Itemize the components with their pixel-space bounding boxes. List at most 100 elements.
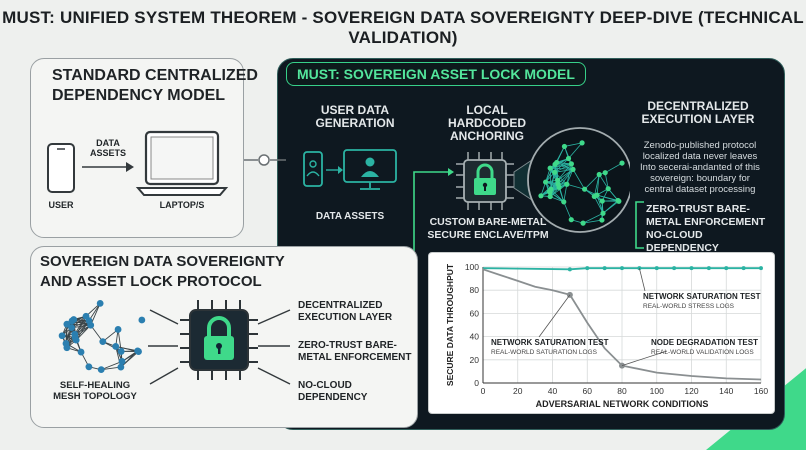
mesh-node	[119, 358, 126, 365]
mesh-node	[580, 221, 585, 226]
mesh-node	[570, 167, 575, 172]
feature-bracket	[632, 200, 646, 250]
mesh-node	[548, 166, 553, 171]
feature-no-cloud: NO-CLOUD DEPENDENCY	[298, 380, 367, 404]
annotation-leader	[639, 268, 645, 291]
data-point	[742, 266, 746, 270]
annotation-marker	[619, 363, 625, 369]
y-tick-label: 100	[465, 262, 479, 272]
mesh-node	[582, 187, 587, 192]
mesh-node	[569, 161, 574, 166]
x-axis-label: ADVERSARIAL NETWORK CONDITIONS	[536, 399, 709, 409]
data-point	[672, 266, 676, 270]
mesh-node	[579, 140, 584, 145]
mesh-node	[606, 186, 611, 191]
mesh-node	[117, 364, 124, 371]
mesh-node	[543, 179, 548, 184]
y-tick-label: 20	[470, 355, 480, 365]
x-tick-label: 140	[719, 386, 733, 396]
laptop-label: LAPTOP/S	[150, 200, 214, 210]
mesh-node	[555, 181, 560, 186]
annotation-title: NODE DEGRADATION TEST	[651, 338, 758, 347]
data-point	[655, 266, 659, 270]
arrow-right-icon	[80, 160, 136, 174]
x-tick-label: 120	[684, 386, 698, 396]
mesh-node	[78, 349, 85, 356]
protocol-heading: SOVEREIGN DATA SOVEREIGNTY AND ASSET LOC…	[40, 252, 285, 292]
mesh-node	[99, 338, 106, 345]
mesh-node	[554, 160, 559, 165]
execution-layer-features: ZERO-TRUST BARE- METAL ENFORCEMENT NO-CL…	[646, 203, 770, 255]
mesh-node	[600, 198, 605, 203]
mesh-node	[569, 217, 574, 222]
x-tick-label: 20	[513, 386, 523, 396]
data-point	[585, 266, 589, 270]
x-tick-label: 80	[617, 386, 627, 396]
mesh-node	[599, 217, 604, 222]
feature-execution-layer: DECENTRALIZED EXECUTION LAYER	[298, 300, 392, 324]
mesh-node	[72, 334, 79, 341]
x-tick-label: 160	[754, 386, 768, 396]
mesh-topology-icon	[46, 292, 150, 376]
mesh-node	[70, 316, 77, 323]
user-label: USER	[40, 200, 82, 210]
mesh-node	[97, 300, 104, 307]
x-tick-label: 0	[481, 386, 486, 396]
x-tick-label: 40	[548, 386, 558, 396]
mesh-node	[98, 366, 105, 373]
user-data-generation-heading: USER DATA GENERATION	[300, 104, 410, 130]
mesh-node	[566, 156, 571, 161]
mesh-node	[68, 324, 75, 331]
mesh-node	[600, 211, 605, 216]
y-tick-label: 60	[470, 308, 480, 318]
annotation-leader	[539, 295, 570, 337]
annotation-marker	[567, 292, 573, 298]
y-tick-label: 80	[470, 285, 480, 295]
annotation-subtitle: REAL-WORLD SATURATION LOGS	[491, 349, 598, 356]
annotation-title: NETWORK SATURATION TEST	[643, 292, 761, 301]
mesh-zoom-icon	[500, 120, 630, 240]
feature-zero-trust: ZERO-TRUST BARE- METAL ENFORCEMENT	[298, 340, 412, 364]
laptop-icon	[134, 128, 230, 198]
data-point	[603, 266, 607, 270]
mesh-node	[564, 182, 569, 187]
mesh-node	[118, 348, 125, 355]
centralized-heading: STANDARD CENTRALIZED DEPENDENCY MODEL	[52, 66, 258, 106]
mesh-node	[115, 326, 122, 333]
panel-connector	[240, 150, 290, 170]
mesh-node	[548, 187, 553, 192]
phone-icon	[46, 142, 76, 194]
y-tick-label: 0	[474, 378, 479, 388]
data-point	[568, 267, 572, 271]
mesh-node	[562, 144, 567, 149]
mesh-node	[85, 363, 92, 370]
monitor-user-icon	[342, 148, 398, 192]
data-assets-caption: DATA ASSETS	[300, 210, 400, 223]
data-point	[724, 266, 728, 270]
mesh-node	[603, 170, 608, 175]
mesh-node	[552, 170, 557, 175]
execution-layer-description: Zenodo-published protocol localized data…	[628, 140, 772, 195]
execution-layer-heading: DECENTRALIZED EXECUTION LAYER	[628, 100, 768, 126]
data-assets-arrow-label: DATA ASSETS	[84, 138, 132, 158]
sovereign-model-tag: MUST: SOVEREIGN ASSET LOCK MODEL	[286, 62, 586, 86]
chip-lock-icon	[178, 298, 260, 382]
mesh-node	[63, 344, 70, 351]
y-axis-label: SECURE DATA THROUGHPUT	[445, 263, 455, 386]
x-tick-label: 60	[583, 386, 593, 396]
mesh-node	[112, 343, 119, 350]
mesh-node	[83, 313, 90, 320]
annotation-subtitle: REAL-WORLD VALIDATION LOGS	[651, 349, 754, 356]
mesh-node	[616, 199, 621, 204]
data-point	[759, 266, 763, 270]
data-point	[620, 266, 624, 270]
mesh-node	[597, 172, 602, 177]
y-tick-label: 40	[470, 332, 480, 342]
x-tick-label: 100	[650, 386, 664, 396]
data-point	[690, 266, 694, 270]
annotation-subtitle: REAL-WORLD STRESS LOGS	[643, 303, 735, 310]
mesh-node	[619, 160, 624, 165]
phone-icon	[302, 150, 324, 188]
mesh-node	[538, 193, 543, 198]
